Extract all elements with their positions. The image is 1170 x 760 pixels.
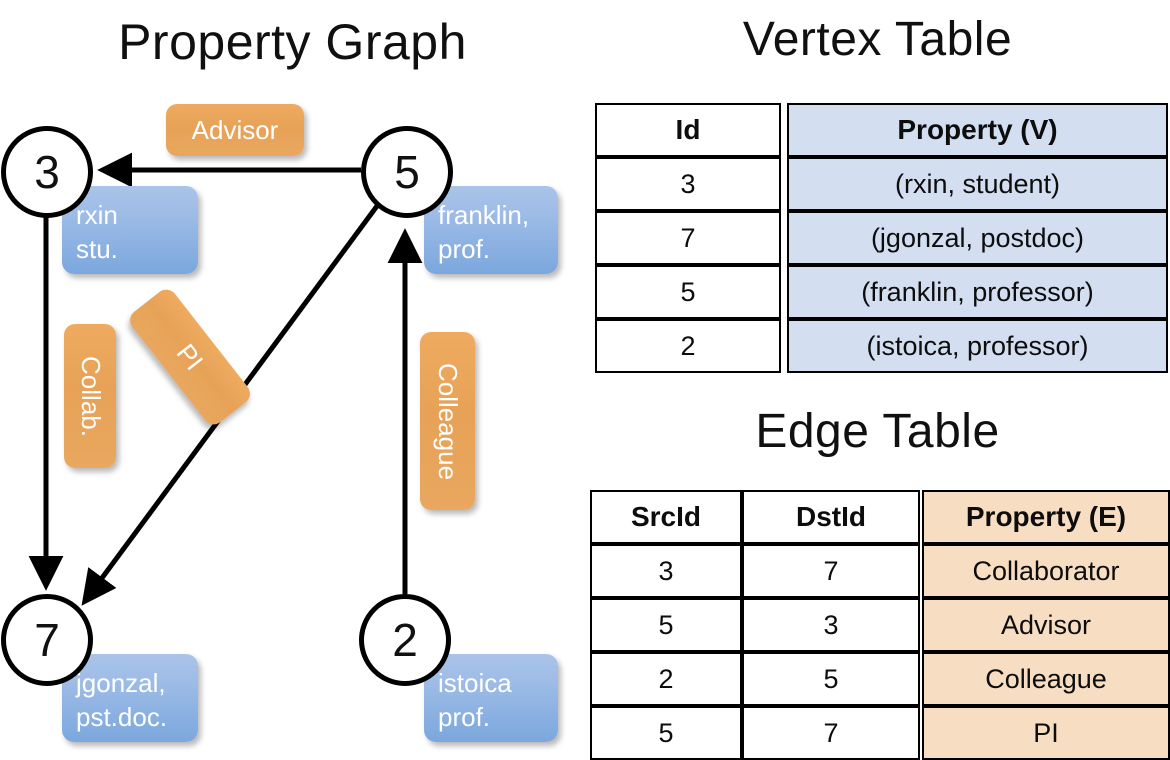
edge-table-row: 5 xyxy=(590,598,742,652)
vertex-property-box-2: istoica prof. xyxy=(424,654,558,742)
edge-table-row: 3 xyxy=(742,598,920,652)
vertex-table-row: (franklin, professor) xyxy=(787,265,1168,319)
vertex-table-row: (rxin, student) xyxy=(787,157,1168,211)
vertex-property-box-3-line2: stu. xyxy=(76,234,118,264)
edge-table-row: Collaborator xyxy=(922,544,1170,598)
vertex-table-row: 2 xyxy=(595,319,781,373)
graph-node-3-label: 3 xyxy=(34,146,60,198)
vertex-table-row: (istoica, professor) xyxy=(787,319,1168,373)
edge-table-row: 7 xyxy=(742,544,920,598)
edge-table-row: Advisor xyxy=(922,598,1170,652)
vertex-property-box-5-line1: franklin, xyxy=(438,200,530,230)
graph-node-2-label: 2 xyxy=(392,614,418,666)
vertex-property-box-7-line1: jgonzal, xyxy=(76,668,166,698)
vertex-table-row: 3 xyxy=(595,157,781,211)
edge-table-row: 2 xyxy=(590,652,742,706)
graph-node-3[interactable]: 3 xyxy=(1,126,93,218)
vertex-property-box-3-line1: rxin xyxy=(76,200,118,230)
vertex-property-box-7: jgonzal, pst.doc. xyxy=(62,654,198,742)
edge-table-row: 5 xyxy=(590,706,742,760)
vertex-table-title: Vertex Table xyxy=(742,13,1013,66)
edge-table-header-srcid: SrcId xyxy=(590,490,742,544)
edge-table-title: Edge Table xyxy=(755,405,1000,458)
vertex-property-box-2-line1: istoica xyxy=(438,668,512,698)
vertex-table-header-id: Id xyxy=(595,103,781,157)
vertex-table-row: (jgonzal, postdoc) xyxy=(787,211,1168,265)
edge-table-row: Colleague xyxy=(922,652,1170,706)
graph-node-2[interactable]: 2 xyxy=(359,594,451,686)
graph-node-7[interactable]: 7 xyxy=(1,594,93,686)
vertex-property-box-5: franklin, prof. xyxy=(424,186,558,274)
property-graph-diagram: Advisor Collab. PI Colleague rxin stu. f… xyxy=(1,104,558,742)
vertex-property-box-5-line2: prof. xyxy=(438,234,491,264)
edge-table-header-property: Property (E) xyxy=(922,490,1170,544)
edge-table-row: 5 xyxy=(742,652,920,706)
edge-label-advisor-text: Advisor xyxy=(191,114,279,145)
vertex-property-box-7-line2: pst.doc. xyxy=(76,702,168,732)
vertex-table-header-property: Property (V) xyxy=(787,103,1168,157)
edge-label-advisor: Advisor xyxy=(166,104,304,156)
vertex-property-box-3: rxin stu. xyxy=(62,186,198,274)
property-graph-title: Property Graph xyxy=(118,14,467,70)
graph-node-5[interactable]: 5 xyxy=(361,126,453,218)
edge-table-row: 7 xyxy=(742,706,920,760)
vertex-table-row: 5 xyxy=(595,265,781,319)
edge-label-colleague: Colleague xyxy=(420,332,475,510)
edge-table-header-dstid: DstId xyxy=(742,490,920,544)
graph-node-5-label: 5 xyxy=(394,146,420,198)
vertex-table-row: 7 xyxy=(595,211,781,265)
edge-table-row: 3 xyxy=(590,544,742,598)
edge-label-collab: Collab. xyxy=(64,324,116,468)
vertex-property-box-2-line2: prof. xyxy=(438,702,491,732)
edge-table-row: PI xyxy=(922,706,1170,760)
graph-node-7-label: 7 xyxy=(34,614,60,666)
